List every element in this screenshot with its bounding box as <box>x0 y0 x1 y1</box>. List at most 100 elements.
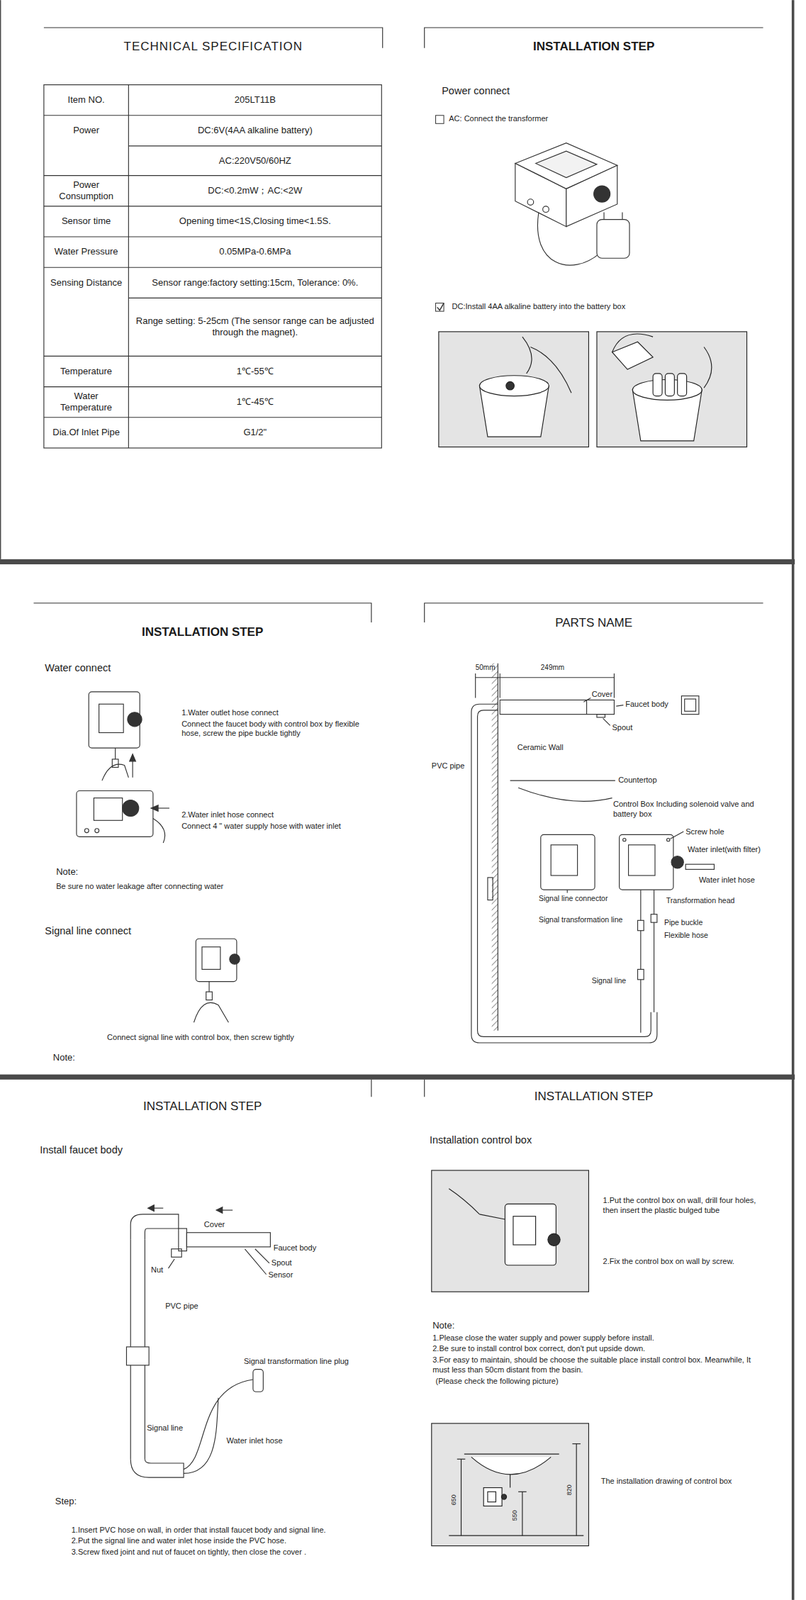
table-grid <box>128 145 382 147</box>
faucet-install-illustration <box>244 1249 266 1275</box>
parts-diagram <box>487 877 493 901</box>
control-box-photo <box>483 1487 502 1507</box>
parts-diagram <box>586 699 587 714</box>
parts-diagram <box>567 889 568 893</box>
part-label: Signal line connector <box>538 893 608 904</box>
table-grid <box>43 416 382 418</box>
parts-diagram <box>623 837 626 841</box>
parts-diagram <box>603 718 611 726</box>
part-label: Water inlet(with filter) <box>687 844 761 855</box>
battery-photo <box>596 331 748 448</box>
step-text: 1.Put the control box on wall, drill fou… <box>603 1195 762 1216</box>
water-connect-illustration <box>193 1002 229 1023</box>
table-header-cell: Water Temperature <box>43 386 129 417</box>
water-connect-illustration <box>153 818 166 843</box>
parts-diagram <box>628 844 656 876</box>
faucet-install-illustration <box>168 1258 175 1269</box>
battery-photo <box>522 336 532 374</box>
part-label: Spout <box>612 723 634 733</box>
part-label: Water inlet hose <box>698 875 755 886</box>
control-box-photo <box>460 1458 462 1536</box>
water-connect-illustration <box>127 712 142 727</box>
dimension-label: 820 <box>564 1484 573 1496</box>
parts-diagram <box>684 698 697 712</box>
dimension-label: 249mm <box>540 663 565 673</box>
table-cell: Sensor range:factory setting:15cm, Toler… <box>128 267 382 298</box>
control-box-photo <box>501 1494 507 1500</box>
table-cell: 205LT11B <box>128 84 382 115</box>
table-cell: 0.05MPa-0.6MPa <box>128 236 382 268</box>
section-heading: PARTS NAME <box>424 615 764 631</box>
step-text: 2.Fix the control box on wall by screw. <box>603 1256 767 1267</box>
step-text: Connect the faucet body with control box… <box>181 719 371 740</box>
part-label: Faucet body <box>625 699 669 710</box>
part-label: Sensor <box>268 1270 294 1281</box>
part-label: Pipe buckle <box>664 918 703 928</box>
parts-diagram <box>474 673 476 699</box>
part-label: Cover <box>204 1219 225 1230</box>
faucet-install-illustration <box>130 1458 184 1478</box>
note-text: 1.Please close the water supply and powe… <box>432 1333 770 1344</box>
water-connect-illustration <box>150 805 159 812</box>
note-heading: Note: <box>432 1319 455 1332</box>
page-frame <box>791 0 795 1600</box>
heading-frame <box>33 27 763 1097</box>
faucet-install-illustration <box>183 1397 219 1474</box>
control-box-photo <box>479 1214 505 1220</box>
faucet-install-illustration <box>183 1379 254 1470</box>
battery-photo <box>438 331 590 448</box>
part-label: Transformation head <box>666 896 736 906</box>
part-label: Cover <box>591 689 613 700</box>
part-label: Ceramic Wall <box>517 742 564 753</box>
table-cell: Range setting: 5-25cm (The sensor range … <box>128 297 382 356</box>
part-label: Spout <box>271 1258 293 1269</box>
part-label: Nut <box>150 1265 164 1276</box>
parts-diagram <box>583 698 591 703</box>
transformer-illustration <box>594 185 611 203</box>
option-text: AC: Connect the transformer <box>448 114 548 125</box>
checkbox <box>435 303 445 312</box>
part-label: Screw hole <box>685 827 724 838</box>
faucet-install-illustration <box>148 1205 155 1212</box>
transformer-illustration <box>621 211 623 220</box>
battery-photo <box>612 341 654 370</box>
water-connect-illustration <box>93 798 122 821</box>
step-heading: Power connect <box>441 84 510 98</box>
control-box-photo <box>471 1456 551 1474</box>
part-label: Faucet body <box>273 1243 317 1254</box>
part-label: Flexible hose <box>664 930 709 940</box>
water-connect-illustration <box>102 764 129 781</box>
table-cell: Opening time<1S,Closing time<1.5S. <box>128 206 382 237</box>
table-cell: 1℃-55℃ <box>128 355 382 387</box>
note-text: Be sure no water leakage after connectin… <box>56 881 224 892</box>
table-grid <box>43 267 382 268</box>
water-connect-illustration <box>94 828 100 833</box>
parts-diagram <box>637 969 645 979</box>
parts-diagram <box>681 696 699 715</box>
parts-diagram <box>613 673 615 699</box>
heading-frame <box>423 1079 425 1097</box>
parts-diagram <box>550 844 578 876</box>
control-box-photo <box>464 1453 560 1454</box>
control-box-photo <box>431 1170 590 1292</box>
faucet-install-illustration <box>255 1249 270 1264</box>
table-cell: AC:220V50/60HZ <box>128 146 382 176</box>
dimension-label: 550 <box>511 1509 519 1521</box>
part-label: Control Box Including solenoid valve and… <box>613 799 777 820</box>
table-grid <box>43 386 382 388</box>
section-heading: INSTALLATION STEP <box>424 1088 764 1104</box>
faucet-install-illustration <box>171 1249 182 1258</box>
parts-diagram <box>510 780 616 782</box>
parts-diagram <box>540 834 595 890</box>
section-heading: INSTALLATION STEP <box>424 38 764 54</box>
faucet-install-illustration <box>216 1207 223 1214</box>
parts-diagram <box>653 889 655 1013</box>
parts-diagram <box>491 663 499 1031</box>
section-heading: TECHNICAL SPECIFICATION <box>43 38 383 54</box>
control-box-photo <box>576 1443 578 1537</box>
note-text: (Please check the following picture) <box>435 1376 773 1387</box>
table-grid <box>43 236 382 237</box>
caption-text: The installation drawing of control box <box>601 1476 767 1487</box>
table-grid <box>43 355 382 357</box>
